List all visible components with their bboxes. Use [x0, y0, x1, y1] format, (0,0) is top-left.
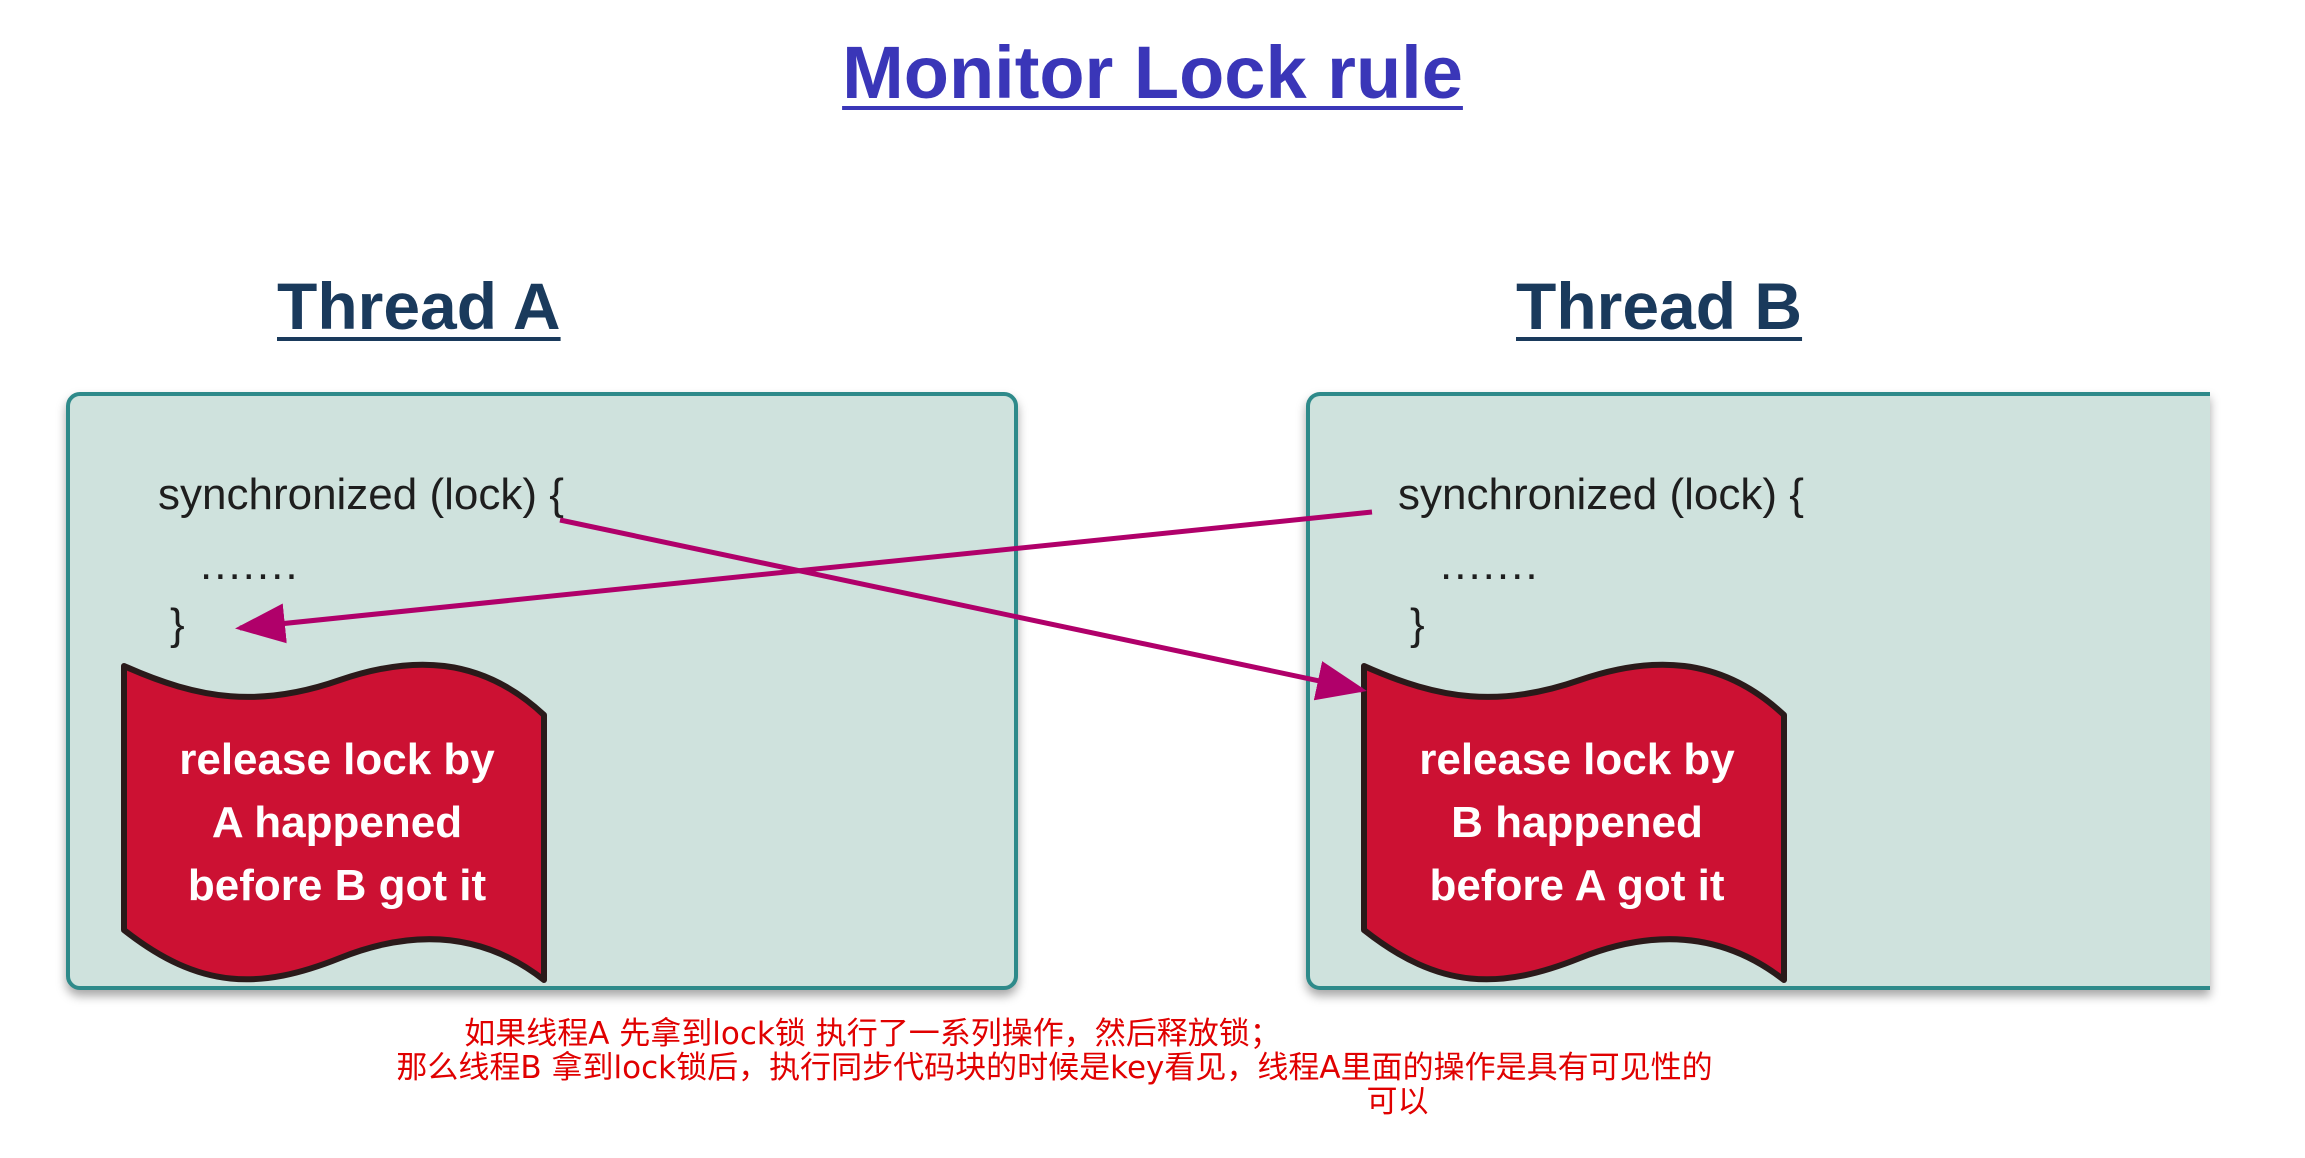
thread-a-code-close: } [170, 600, 185, 649]
thread-a-title: Thread A [277, 269, 561, 343]
thread-b-release-flag [1361, 661, 1787, 983]
thread-a-code-open: synchronized (lock) { [158, 470, 564, 519]
thread-a-flag-text: release lock by A happened before B got … [179, 735, 495, 910]
arrow-a-to-b [559, 517, 1367, 701]
arrow-b-to-a [235, 509, 1373, 644]
thread-b-code-body: ....... [1440, 540, 1540, 589]
thread-b-flag-text: release lock by B happened before A got … [1419, 735, 1735, 910]
annotation-line-3: 可以 [1366, 1084, 1429, 1120]
annotation-line-1: 如果线程A 先拿到lock锁 执行了一系列操作，然后释放锁； [464, 1016, 1281, 1052]
thread-a-code-body: ....... [200, 540, 300, 589]
annotation-line-2: 那么线程B 拿到lock锁后，执行同步代码块的时候是key看见，线程A里面的操作… [396, 1050, 1713, 1086]
diagram-title: Monitor Lock rule [842, 31, 1463, 114]
thread-b-code-open: synchronized (lock) { [1398, 470, 1804, 519]
thread-b-title: Thread B [1516, 269, 1803, 343]
thread-b-code-close: } [1410, 600, 1425, 649]
thread-a-release-flag [121, 661, 547, 983]
